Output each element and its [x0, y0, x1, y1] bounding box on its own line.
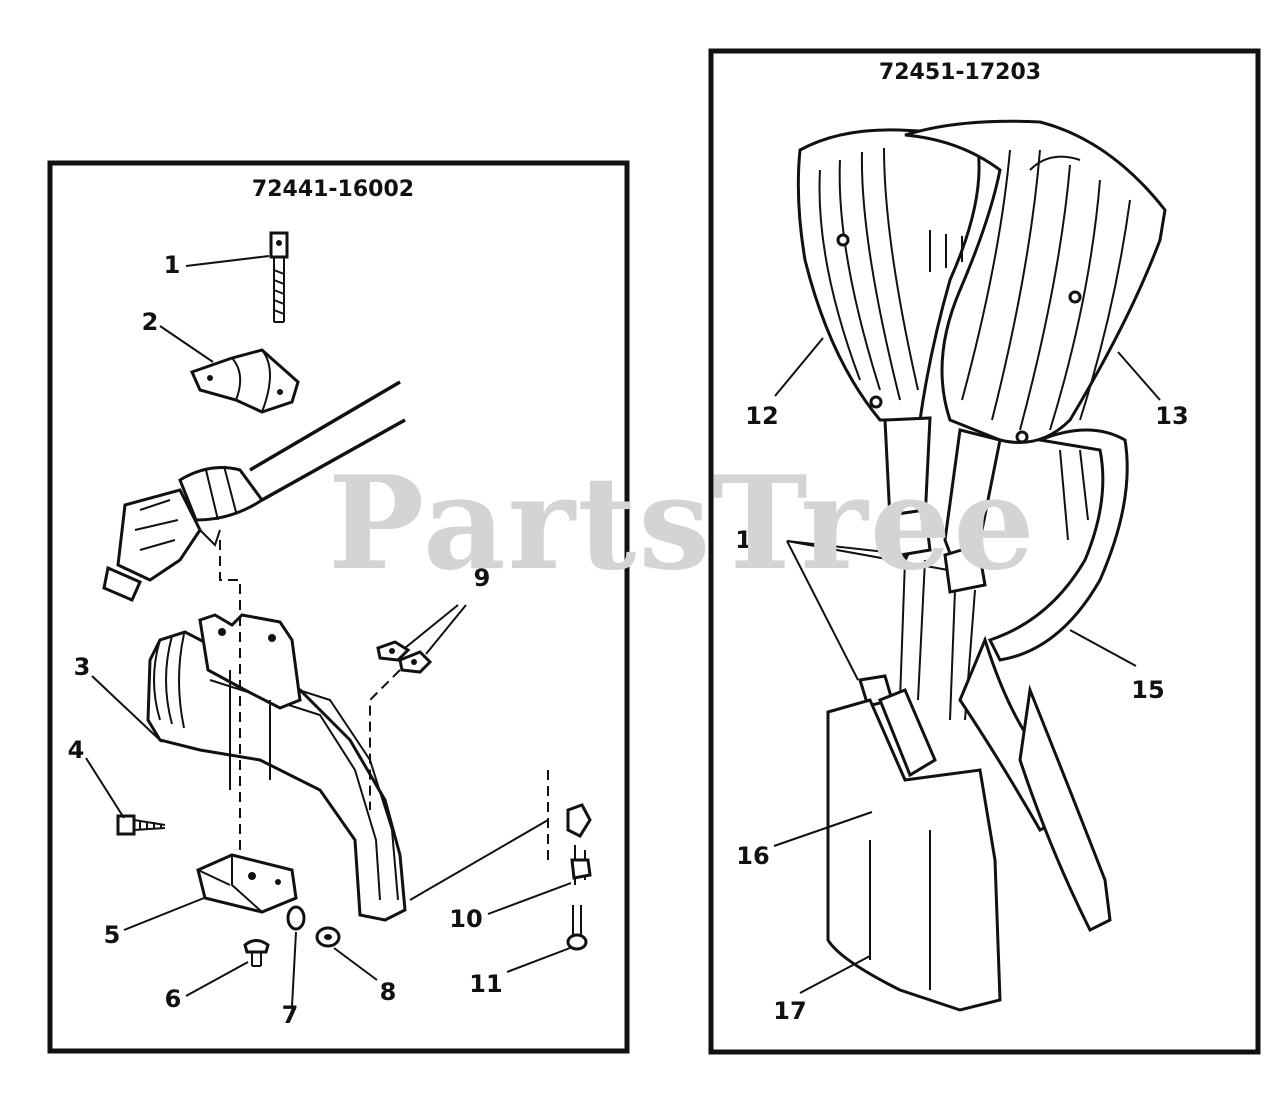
hip-pad-part-15 [987, 428, 1129, 662]
trimmer-shaft [178, 380, 406, 522]
washer-part-7 [286, 905, 306, 931]
nut-part-8 [315, 926, 341, 948]
watermark: PartsTree [328, 449, 1037, 599]
part-number-left: 72441-16002 [252, 177, 414, 202]
callout-7: 7 [282, 1001, 299, 1029]
bracket-part-5 [196, 853, 298, 914]
callout-13: 13 [1155, 402, 1188, 430]
callout-17: 17 [773, 997, 806, 1025]
part-number-right: 72451-17203 [879, 60, 1041, 85]
callout-2: 2 [142, 308, 159, 336]
callout-1: 1 [164, 251, 181, 279]
bolt-part-1 [269, 231, 289, 323]
callout-15: 15 [1131, 676, 1164, 704]
leader-lines-left [85, 255, 572, 1007]
screw-part-4 [116, 814, 166, 836]
callout-9: 9 [474, 564, 491, 592]
panel-frame-left [47, 160, 630, 1054]
callout-14: 14 [735, 526, 768, 554]
harness-straps [883, 416, 1002, 721]
callout-12: 12 [745, 402, 778, 430]
panel-frame-right [708, 48, 1261, 1055]
shoulder-pad-part-12 [796, 128, 981, 422]
guard-shield-part-3 [146, 613, 407, 922]
nuts-part-9 [376, 640, 433, 674]
callout-8: 8 [380, 978, 397, 1006]
callout-5: 5 [104, 921, 121, 949]
panel-shield-assembly: 72441-16002 [47, 160, 630, 1054]
callout-11: 11 [469, 970, 502, 998]
screw-part-11 [566, 905, 588, 951]
back-plate-part-17 [826, 684, 1112, 1012]
callout-4: 4 [68, 736, 85, 764]
callout-10: 10 [449, 905, 482, 933]
gearbox-head [102, 488, 221, 602]
clamp-part-2 [189, 348, 300, 414]
bolt-part-6 [243, 939, 270, 967]
fasteners-part-10 [566, 803, 592, 885]
shoulder-pad-part-13 [904, 119, 1167, 444]
panel-harness-assembly: 72451-17203 [708, 48, 1261, 1055]
callout-6: 6 [165, 985, 182, 1013]
callout-3: 3 [74, 653, 91, 681]
callout-16: 16 [736, 842, 769, 870]
leader-lines-right [773, 337, 1161, 994]
